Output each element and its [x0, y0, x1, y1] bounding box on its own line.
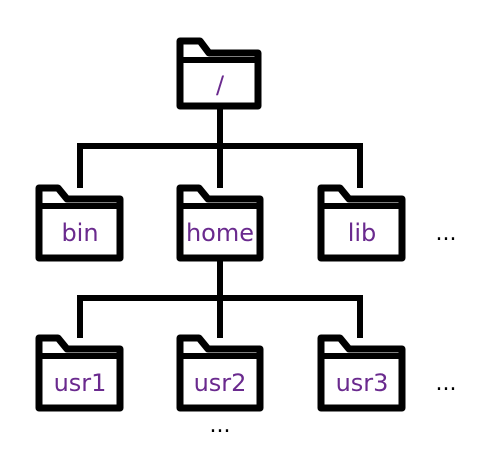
folder-label: bin: [61, 219, 98, 247]
more-users-ellipsis: ...: [436, 371, 457, 396]
more-folders-ellipsis: ...: [436, 221, 457, 246]
folder-usr2[interactable]: usr2: [176, 334, 264, 412]
folder-label: home: [186, 219, 254, 247]
folder-label: /: [216, 71, 225, 99]
folder-label: lib: [348, 219, 377, 247]
folder-bin[interactable]: bin: [35, 184, 124, 262]
folder-label: usr2: [194, 369, 247, 397]
folder-home[interactable]: home: [176, 184, 264, 262]
folder-label: usr3: [336, 369, 389, 397]
folder-lib[interactable]: lib: [317, 184, 406, 262]
folder-usr1[interactable]: usr1: [35, 334, 124, 412]
folder-label: usr1: [54, 369, 107, 397]
tree-connectors: [77, 106, 363, 338]
more-subfolders-ellipsis: ...: [210, 413, 231, 438]
folder-root[interactable]: /: [176, 37, 262, 110]
folder-usr3[interactable]: usr3: [317, 334, 406, 412]
